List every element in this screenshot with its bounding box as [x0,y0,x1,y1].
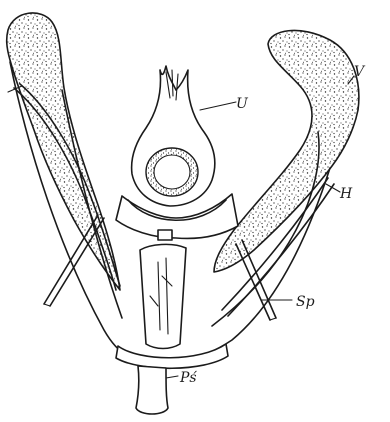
label-h: H [339,186,353,202]
label-ps: Pś [179,370,197,386]
anal-ring [146,148,198,196]
label-sp: Sp [296,294,315,310]
aedeagus [140,230,186,349]
label-u: U [236,96,249,112]
saccus [116,344,228,414]
label-v: V [354,64,366,80]
